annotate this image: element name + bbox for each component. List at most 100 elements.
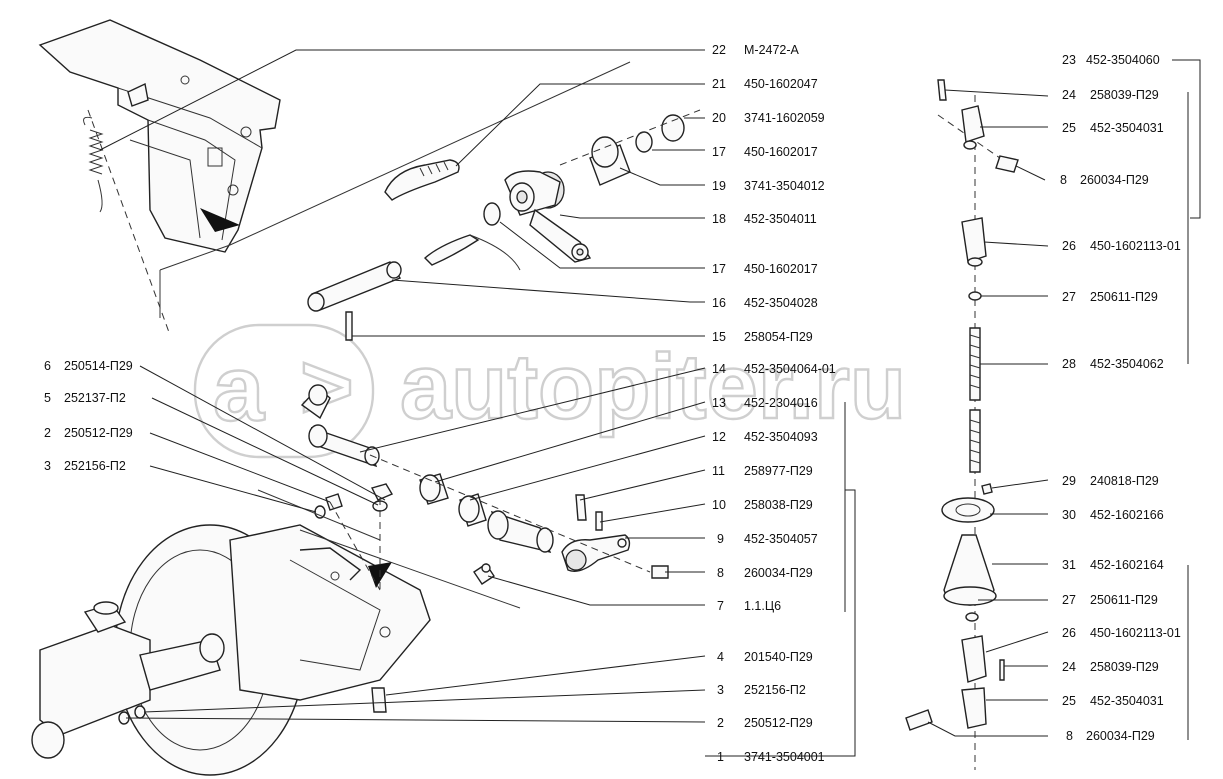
- shaft-16-drawing: [307, 261, 402, 312]
- callout-8a-num: 8: [717, 566, 724, 580]
- pedal-pad-drawing: [384, 159, 460, 201]
- callout-4-code: 201540-П29: [744, 650, 813, 664]
- callout-8a-code: 260034-П29: [744, 566, 813, 580]
- callout-21-num: 21: [712, 77, 726, 91]
- callout-6-code: 250514-П29: [64, 359, 133, 373]
- pin-8-drawing: [651, 565, 669, 579]
- callout-11-code: 258977-П29: [744, 464, 813, 478]
- bushing-12-drawing: [458, 493, 487, 527]
- leader-lines: [99, 49, 1201, 757]
- callout-26b-code: 450-1602113-01: [1090, 626, 1181, 640]
- callout-3b-num: 3: [717, 683, 724, 697]
- callout-2b-num: 2: [717, 716, 724, 730]
- bushing-19-drawing: [589, 136, 631, 186]
- pedal-arm-drawing: [423, 234, 521, 271]
- nut-2-drawing: [325, 493, 343, 511]
- callout-5-num: 5: [44, 391, 51, 405]
- callout-13-code: 452-2304016: [744, 396, 818, 410]
- nut-5-drawing: [370, 483, 394, 501]
- callout-3b-code: 252156-П2: [744, 683, 806, 697]
- callout-20-num: 20: [712, 111, 726, 125]
- callout-24b-code: 258039-П29: [1090, 660, 1159, 674]
- callout-8c-code: 260034-П29: [1086, 729, 1155, 743]
- split-pin-15-drawing: [345, 311, 353, 341]
- callout-15-code: 258054-П29: [744, 330, 813, 344]
- callout-27a-num: 27: [1062, 290, 1076, 304]
- pin-10-drawing: [595, 511, 603, 531]
- callout-31-code: 452-1602164: [1090, 558, 1164, 572]
- lever-18-drawing: [504, 170, 592, 263]
- brake-booster-assembly-drawing: [31, 524, 431, 776]
- callout-9-num: 9: [717, 532, 724, 546]
- callout-30-num: 30: [1062, 508, 1076, 522]
- ring-20-drawing: [661, 114, 685, 142]
- assembly-axis-lines: [87, 109, 701, 609]
- sleeve-drawing: [487, 510, 554, 554]
- rod-linkage-drawing: [905, 79, 1019, 770]
- callout-15-num: 15: [712, 330, 726, 344]
- callout-24a-code: 258039-П29: [1090, 88, 1159, 102]
- callout-17a-num: 17: [712, 145, 726, 159]
- callout-4-num: 4: [717, 650, 724, 664]
- callout-2a-code: 250512-П29: [64, 426, 133, 440]
- callout-22-num: 22: [712, 43, 726, 57]
- callout-18-code: 452-3504011: [744, 212, 817, 226]
- callout-28-code: 452-3504062: [1090, 357, 1164, 371]
- callout-19-num: 19: [712, 179, 726, 193]
- callout-23-num: 23: [1062, 53, 1076, 67]
- pin-11-drawing: [575, 494, 587, 521]
- callout-10-num: 10: [712, 498, 726, 512]
- callout-1-num: 1: [717, 750, 724, 764]
- callout-14-code: 452-3504064-01: [744, 362, 836, 376]
- callout-25b-code: 452-3504031: [1090, 694, 1164, 708]
- shaft-assembly-14-drawing: [300, 384, 380, 468]
- callout-8b-code: 260034-П29: [1080, 173, 1149, 187]
- callout-24b-num: 24: [1062, 660, 1076, 674]
- callout-17a-code: 450-1602017: [744, 145, 818, 159]
- callout-24a-num: 24: [1062, 88, 1076, 102]
- callout-3a-num: 3: [44, 459, 51, 473]
- grease-nipple-7-drawing: [473, 563, 495, 585]
- bushing-17-top-drawing: [635, 131, 653, 153]
- watermark-a-glyph: a: [213, 338, 265, 440]
- return-spring-drawing: [83, 116, 104, 213]
- callout-7-num: 7: [717, 599, 724, 613]
- callout-8b-num: 8: [1060, 173, 1067, 187]
- callout-20-code: 3741-1602059: [744, 111, 825, 125]
- callout-17b-code: 450-1602017: [744, 262, 818, 276]
- watermark-text: autopiter.ru: [400, 336, 906, 438]
- bushing-13-drawing: [419, 473, 449, 505]
- callout-31-num: 31: [1062, 558, 1076, 572]
- callout-13-num: 13: [712, 396, 726, 410]
- callout-30-code: 452-1602166: [1090, 508, 1164, 522]
- callout-1-code: 3741-3504001: [744, 750, 825, 764]
- callout-labels: 22 М-2472-А 21 450-1602047 20 3741-16020…: [44, 43, 1181, 764]
- callout-16-code: 452-3504028: [744, 296, 818, 310]
- callout-26a-code: 450-1602113-01: [1090, 239, 1181, 253]
- callout-6-num: 6: [44, 359, 51, 373]
- callout-27b-num: 27: [1062, 593, 1076, 607]
- callout-7-code: 1.1.Ц6: [744, 599, 781, 613]
- lever-9-drawing: [561, 534, 631, 572]
- callout-8c-num: 8: [1066, 729, 1073, 743]
- callout-27a-code: 250611-П29: [1090, 290, 1158, 304]
- callout-25a-num: 25: [1062, 121, 1076, 135]
- callout-3a-code: 252156-П2: [64, 459, 126, 473]
- callout-26a-num: 26: [1062, 239, 1076, 253]
- callout-10-code: 258038-П29: [744, 498, 813, 512]
- callout-22-code: М-2472-А: [744, 43, 800, 57]
- callout-27b-code: 250611-П29: [1090, 593, 1158, 607]
- callout-14-num: 14: [712, 362, 726, 376]
- callout-29-code: 240818-П29: [1090, 474, 1159, 488]
- callout-28-num: 28: [1062, 357, 1076, 371]
- bushing-17-lower-drawing: [483, 202, 501, 226]
- callout-2a-num: 2: [44, 426, 51, 440]
- watermark: a > autopiter.ru: [193, 323, 907, 459]
- callout-19-code: 3741-3504012: [744, 179, 825, 193]
- callout-25a-code: 452-3504031: [1090, 121, 1164, 135]
- callout-23-code: 452-3504060: [1086, 53, 1160, 67]
- callout-18-num: 18: [712, 212, 726, 226]
- callout-26b-num: 26: [1062, 626, 1076, 640]
- callout-12-num: 12: [712, 430, 726, 444]
